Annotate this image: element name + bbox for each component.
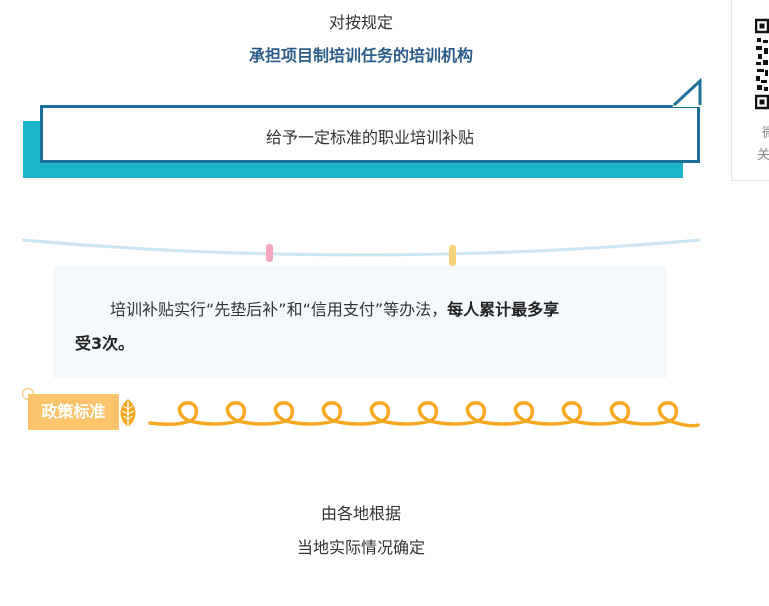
leaf-icon — [120, 399, 136, 430]
sidebar-text-1: 微 — [762, 126, 769, 141]
info-line-1-normal: 培训补贴实行“先垫后补”和“信用支付”等办法， — [110, 300, 448, 319]
section-title: 承担项目制培训任务的培训机构 — [248, 46, 473, 65]
info-box — [53, 266, 667, 378]
info-line-2: 受3次。 — [75, 334, 135, 353]
header-small-text: 对按规定 — [328, 13, 393, 32]
bottom-line-2: 当地实际情况确定 — [296, 538, 425, 557]
qr-code-icon[interactable] — [755, 18, 769, 110]
info-line-1-bold: 每人累计最多享 — [447, 300, 560, 319]
banner-text: 给予一定标准的职业培训补贴 — [265, 128, 474, 147]
swirl-decoration — [148, 401, 700, 428]
policy-tag: 政策标准 — [28, 394, 119, 430]
banner-corner-decoration — [672, 77, 702, 107]
sidebar-text-2: 关 — [757, 148, 769, 163]
curved-divider — [21, 238, 701, 266]
banner-card — [40, 105, 700, 163]
info-line-1: 培训补贴实行“先垫后补”和“信用支付”等办法，每人累计最多享 — [110, 296, 559, 320]
peg-pink — [266, 244, 273, 262]
peg-yellow — [449, 245, 456, 266]
bottom-line-1: 由各地根据 — [320, 504, 401, 523]
